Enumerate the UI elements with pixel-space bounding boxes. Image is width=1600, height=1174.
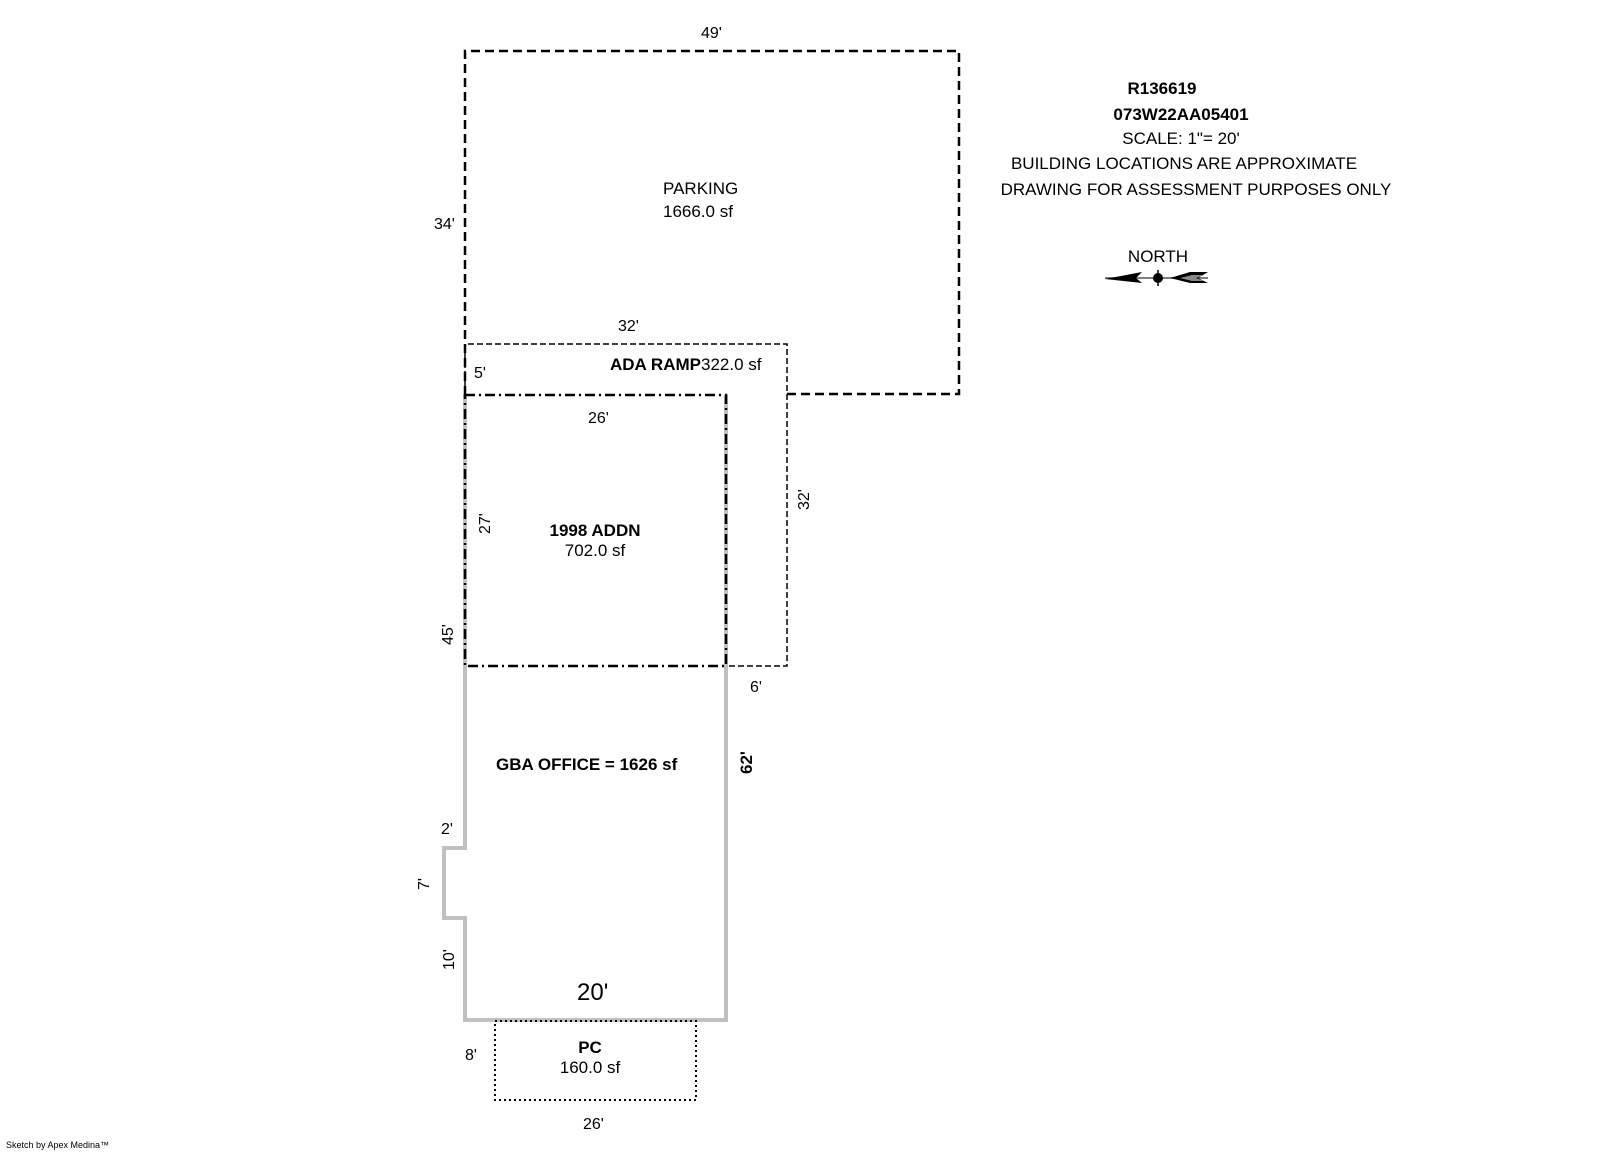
- ada-ramp-dim-bottom: 6': [750, 679, 762, 696]
- ada-ramp-dim-top: 32': [618, 318, 639, 335]
- pc-dim-left: 8': [465, 1047, 477, 1064]
- pc-dim-bottom: 26': [583, 1116, 604, 1133]
- parking-outline: [463, 49, 961, 396]
- parking-dim-top: 49': [701, 25, 722, 42]
- addition-1998-name: 1998 ADDN: [549, 521, 640, 540]
- note-assessment-purposes: DRAWING FOR ASSESSMENT PURPOSES ONLY: [1001, 180, 1392, 199]
- addition-1998-outline: [463, 393, 728, 668]
- ada-ramp-outline: [464, 343, 788, 667]
- scale-label: SCALE: 1"= 20': [1122, 129, 1240, 148]
- north-arrow-icon: [1105, 270, 1208, 286]
- pc-name: PC: [578, 1038, 602, 1057]
- ada-ramp-area: 322.0 sf: [701, 355, 762, 374]
- office-dim-lower-left: 10': [441, 949, 458, 970]
- parking-name: PARKING: [663, 179, 738, 198]
- ada-ramp-dim-right: 32': [796, 489, 813, 510]
- north-label: NORTH: [1128, 247, 1188, 266]
- addition-1998-area: 702.0 sf: [565, 541, 626, 560]
- office-dim-left: 45': [440, 624, 457, 645]
- pc-outline: [494, 1020, 697, 1101]
- office-dim-jog-top: 2': [441, 821, 453, 838]
- sketch-credit: Sketch by Apex Medina™: [6, 1140, 109, 1150]
- note-building-locations: BUILDING LOCATIONS ARE APPROXIMATE: [1011, 154, 1357, 173]
- addition-1998-dim-top: 26': [588, 410, 609, 427]
- office-dim-right: 62': [737, 751, 756, 774]
- parking-area: 1666.0 sf: [663, 202, 733, 221]
- office-dim-bottom: 20': [577, 979, 608, 1006]
- gba-office-outline: [442, 395, 728, 1022]
- ada-ramp-dim-left: 5': [474, 365, 486, 382]
- account-id: R136619: [1127, 79, 1196, 98]
- addition-1998-dim-left: 27': [477, 513, 494, 534]
- office-dim-jog: 7': [416, 878, 433, 890]
- ada-ramp-label: ADA RAMP322.0 sf: [610, 355, 762, 374]
- office-name: GBA OFFICE = 1626 sf: [496, 755, 678, 774]
- parking-dim-left: 34': [434, 216, 455, 233]
- ada-ramp-name: ADA RAMP: [610, 355, 701, 374]
- map-tax-lot: 073W22AA05401: [1113, 105, 1248, 124]
- pc-area: 160.0 sf: [560, 1058, 621, 1077]
